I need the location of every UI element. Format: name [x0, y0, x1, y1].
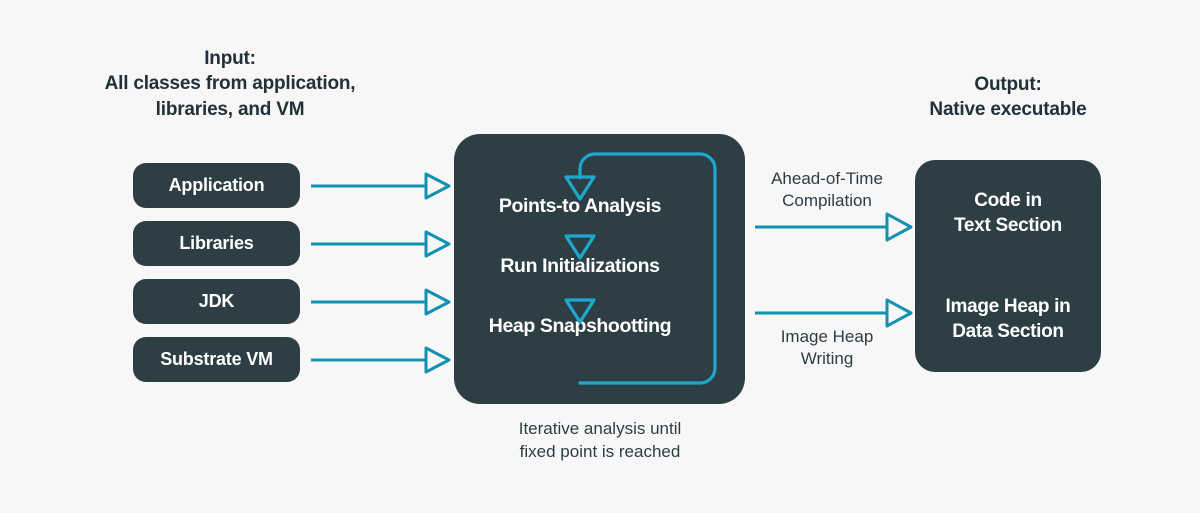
caption-ahead-of-time-compilation: Ahead-of-Time Compilation: [771, 169, 883, 210]
input-box-application[interactable]: Application: [133, 163, 300, 208]
arrow-application-to-process: [311, 172, 451, 200]
step-divider-triangle-icon-1: [564, 234, 596, 260]
arrow-substrate-vm-to-process: [311, 346, 451, 374]
output-line-code-text-section: Code in Text Section: [954, 189, 1062, 236]
iteration-loop-path: [564, 152, 717, 385]
input-box-label: Substrate VM: [160, 349, 273, 369]
arrow-libraries-to-process: [311, 230, 451, 258]
output-box[interactable]: Code in Text Section Image Heap in Data …: [915, 160, 1101, 372]
process-box[interactable]: [454, 134, 745, 404]
input-heading: Input: All classes from application, lib…: [104, 48, 356, 120]
caption-iterative-analysis: Iterative analysis until fixed point is …: [518, 419, 682, 462]
arrow-aot-compilation: [755, 212, 913, 242]
step-divider-triangle-icon-2: [564, 298, 596, 324]
input-box-label: Libraries: [179, 233, 254, 253]
input-box-label: JDK: [198, 291, 235, 311]
arrow-image-heap-writing: [755, 298, 913, 328]
loop-arrowhead-down-icon: [564, 175, 596, 201]
input-box-label: Application: [168, 175, 265, 195]
output-line-image-heap-data-section: Image Heap in Data Section: [945, 295, 1071, 342]
caption-image-heap-writing: Image Heap Writing: [780, 327, 874, 368]
input-box-libraries[interactable]: Libraries: [133, 221, 300, 266]
input-box-substrate-vm[interactable]: Substrate VM: [133, 337, 300, 382]
input-box-jdk[interactable]: JDK: [133, 279, 300, 324]
arrow-jdk-to-process: [311, 288, 451, 316]
output-heading: Output: Native executable: [929, 74, 1087, 121]
